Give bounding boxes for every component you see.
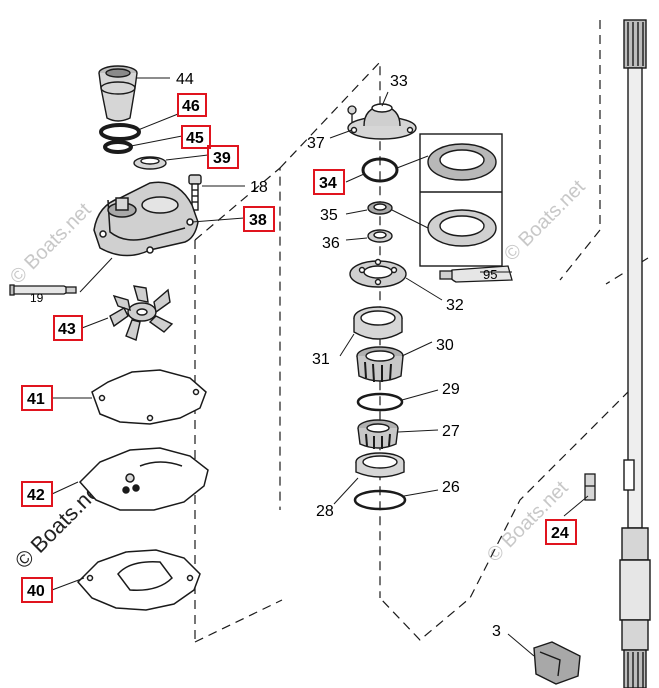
- callout-29: 29: [442, 381, 460, 398]
- part-27-bearing: [357, 419, 399, 449]
- callout-32: 32: [446, 297, 464, 314]
- part-3-clip: [533, 641, 581, 685]
- svg-text:46: 46: [182, 98, 200, 115]
- callout-44: 44: [176, 71, 194, 88]
- part-28-race: [355, 452, 405, 478]
- callouts: 44 18 19 33 37 35 36 95 32 31 30 29 27 2…: [21, 71, 577, 640]
- leader-lines: [51, 77, 589, 657]
- part-39-seal: [133, 156, 167, 170]
- callout-26: 26: [442, 479, 460, 496]
- svg-text:34: 34: [319, 175, 337, 192]
- callout-18: 18: [250, 179, 268, 196]
- callout-39: 39: [207, 145, 239, 169]
- part-26-ring: [353, 489, 407, 511]
- svg-text:42: 42: [27, 487, 45, 504]
- bearing-assembly-outline: [279, 60, 381, 598]
- callout-45: 45: [181, 125, 211, 149]
- callout-36: 36: [322, 235, 340, 252]
- callout-27: 27: [442, 423, 460, 440]
- part-36-seal: [367, 229, 393, 243]
- part-46-o-ring: [99, 123, 141, 141]
- callout-42: 42: [21, 481, 53, 507]
- part-44-insert: [98, 65, 138, 122]
- part-33-cap: [347, 103, 417, 140]
- callout-37: 37: [307, 135, 325, 152]
- callout-31: 31: [312, 351, 330, 368]
- callout-24: 24: [545, 519, 577, 545]
- part-95-tube: [439, 265, 513, 283]
- seal-detail-box: [419, 133, 503, 267]
- assembly-outlines: [194, 20, 649, 643]
- part-42-plate: [78, 447, 209, 511]
- callout-43: 43: [53, 315, 83, 341]
- part-41-gasket: [91, 369, 207, 425]
- svg-text:41: 41: [27, 391, 45, 408]
- part-43-impeller: [109, 285, 174, 341]
- svg-text:43: 43: [58, 321, 76, 338]
- part-19-grease-tube: [9, 284, 77, 296]
- svg-text:24: 24: [551, 525, 569, 542]
- callout-28: 28: [316, 503, 334, 520]
- part-32-retainer: [349, 258, 407, 288]
- watermark-right-upper: © Boats.net: [500, 176, 590, 266]
- watermark-top-left: © Boats.net: [6, 199, 96, 289]
- part-30-bearing: [356, 346, 404, 383]
- part-31-race: [353, 306, 403, 340]
- part-34-o-ring: [361, 157, 399, 183]
- callout-30: 30: [436, 337, 454, 354]
- callout-95: 95: [483, 267, 497, 282]
- callout-40: 40: [21, 577, 53, 603]
- callout-3: 3: [492, 623, 501, 640]
- part-38-pump-housing: [93, 181, 199, 257]
- callout-34: 34: [313, 169, 345, 195]
- callout-35: 35: [320, 207, 338, 224]
- part-24-key: [584, 473, 596, 501]
- callout-41: 41: [21, 385, 53, 411]
- part-35-seal: [367, 201, 393, 215]
- pump-assembly-outline: [194, 166, 281, 510]
- shaft-outline: [559, 20, 601, 281]
- part-40-gasket: [76, 549, 201, 611]
- callout-46: 46: [177, 93, 207, 117]
- svg-text:40: 40: [27, 583, 45, 600]
- part-45-washer: [103, 140, 133, 154]
- callout-19: 19: [30, 291, 44, 305]
- callout-33: 33: [390, 73, 408, 90]
- callout-38: 38: [243, 206, 275, 232]
- part-18-bolt: [188, 174, 202, 211]
- svg-text:45: 45: [186, 130, 204, 147]
- drive-shaft: [619, 19, 651, 688]
- svg-text:39: 39: [213, 150, 231, 167]
- watermark-right-lower: © Boats.net: [483, 477, 573, 567]
- svg-text:38: 38: [249, 212, 267, 229]
- part-29-ring: [356, 392, 404, 412]
